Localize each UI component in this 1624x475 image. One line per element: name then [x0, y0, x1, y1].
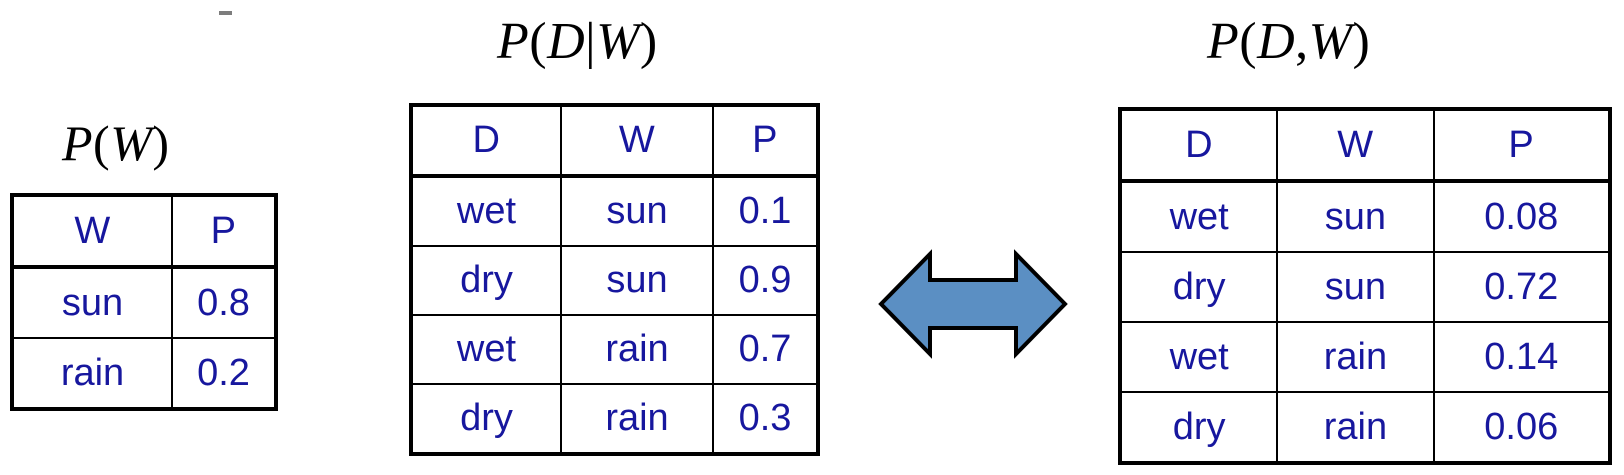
title-var-d: D: [1257, 13, 1296, 70]
joint-probability-table: D W P wet sun 0.08 dry sun 0.72 wet rain…: [1118, 107, 1612, 465]
column-header-p: P: [171, 194, 277, 269]
title-comma: ,: [1295, 13, 1309, 70]
cell-weather: rain: [1276, 321, 1435, 393]
table-header-row: D W P: [1118, 108, 1612, 183]
cell-probability: 0.2: [171, 337, 277, 410]
title-close-paren: ): [152, 115, 170, 171]
title-close-paren: ): [1352, 13, 1371, 70]
title-var-w: W: [1308, 13, 1353, 70]
cell-probability: 0.06: [1432, 391, 1612, 464]
table-row: wet sun 0.1: [410, 175, 819, 247]
cell-dampness: dry: [1118, 391, 1279, 464]
cell-probability: 0.7: [712, 314, 819, 385]
joint-table-title: P(D,W): [1207, 16, 1370, 68]
table-row: rain 0.2: [11, 337, 277, 410]
cell-dampness: dry: [410, 383, 562, 455]
table-row: wet rain 0.7: [410, 314, 819, 385]
cell-weather: sun: [560, 175, 714, 247]
table-row: dry rain 0.3: [410, 383, 819, 455]
cell-weather: rain: [560, 314, 714, 385]
conditional-probability-table: D W P wet sun 0.1 dry sun 0.9 wet rain 0…: [409, 103, 820, 456]
column-header-d: D: [1118, 108, 1279, 183]
title-var-d: D: [547, 13, 586, 70]
column-header-d: D: [410, 104, 562, 178]
title-given-bar: |: [585, 13, 597, 70]
cell-probability: 0.9: [712, 245, 819, 316]
column-header-w: W: [1276, 108, 1435, 183]
stray-mark: [219, 11, 232, 15]
cell-dampness: wet: [410, 175, 562, 247]
prior-table-title: P(W): [62, 118, 170, 168]
column-header-w: W: [560, 104, 714, 178]
double-headed-arrow-icon: [878, 249, 1068, 359]
table-row: wet sun 0.08: [1118, 180, 1612, 253]
table-header-row: D W P: [410, 104, 819, 178]
cell-probability: 0.3: [712, 383, 819, 455]
cell-weather: sun: [11, 266, 173, 339]
table-row: dry sun 0.72: [1118, 251, 1612, 323]
cell-weather: rain: [1276, 391, 1435, 464]
table-row: dry sun 0.9: [410, 245, 819, 316]
table-row: sun 0.8: [11, 266, 277, 339]
cell-probability: 0.72: [1432, 251, 1612, 323]
table-row: dry rain 0.06: [1118, 391, 1612, 464]
title-open-paren: (: [529, 13, 548, 70]
cell-probability: 0.08: [1432, 180, 1612, 253]
cell-weather: rain: [11, 337, 173, 410]
cell-weather: sun: [560, 245, 714, 316]
title-close-paren: ): [639, 13, 658, 70]
cell-dampness: dry: [1118, 251, 1279, 323]
title-var-w: W: [596, 13, 640, 70]
cell-weather: sun: [1276, 251, 1435, 323]
cell-probability: 0.8: [171, 266, 277, 339]
column-header-p: P: [712, 104, 819, 178]
cell-dampness: wet: [1118, 180, 1279, 253]
cell-dampness: wet: [1118, 321, 1279, 393]
title-p-glyph: P: [62, 115, 94, 171]
cell-weather: sun: [1276, 180, 1435, 253]
cell-dampness: dry: [410, 245, 562, 316]
title-open-paren: (: [93, 115, 111, 171]
cell-dampness: wet: [410, 314, 562, 385]
prior-probability-table: W P sun 0.8 rain 0.2: [10, 193, 278, 411]
cell-weather: rain: [560, 383, 714, 455]
title-var-w: W: [110, 115, 153, 171]
title-p-glyph: P: [1207, 13, 1240, 70]
column-header-w: W: [11, 194, 173, 269]
title-open-paren: (: [1239, 13, 1258, 70]
table-row: wet rain 0.14: [1118, 321, 1612, 393]
column-header-p: P: [1432, 108, 1612, 183]
cell-probability: 0.14: [1432, 321, 1612, 393]
table-header-row: W P: [11, 194, 277, 269]
conditional-table-title: P(D|W): [497, 16, 658, 68]
title-p-glyph: P: [497, 13, 530, 70]
cell-probability: 0.1: [712, 175, 819, 247]
